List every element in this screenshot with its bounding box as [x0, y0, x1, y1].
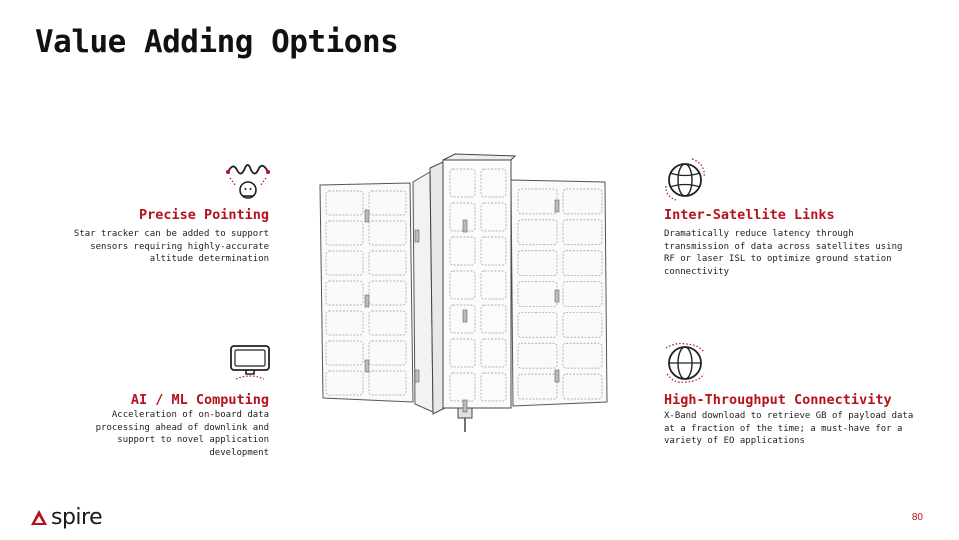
ai-ml-desc: Acceleration of on-board data processing… [95, 410, 269, 458]
throughput-title: High-Throughput Connectivity [664, 392, 892, 408]
page-number: 80 [911, 512, 923, 523]
spire-logo-text: spire [51, 505, 103, 530]
isl-desc: Dramatically reduce latency through tran… [664, 229, 903, 277]
spire-logo: spire [30, 505, 103, 530]
satellite-illustration [319, 153, 608, 432]
star-tracker-icon [226, 164, 270, 199]
monitor-icon [230, 345, 270, 380]
spire-logo-mark-icon [31, 509, 47, 525]
slide-title: Value Adding Options [35, 24, 399, 60]
isl-title: Inter-Satellite Links [664, 207, 835, 223]
precise-pointing-desc: Star tracker can be added to support sen… [73, 229, 269, 265]
globe-network-icon [665, 342, 705, 383]
precise-pointing-title: Precise Pointing [138, 207, 269, 223]
ai-ml-title: AI / ML Computing [130, 392, 269, 408]
globe-orbit-icon [665, 158, 705, 201]
throughput-desc: X-Band download to retrieve GB of payloa… [664, 411, 914, 447]
